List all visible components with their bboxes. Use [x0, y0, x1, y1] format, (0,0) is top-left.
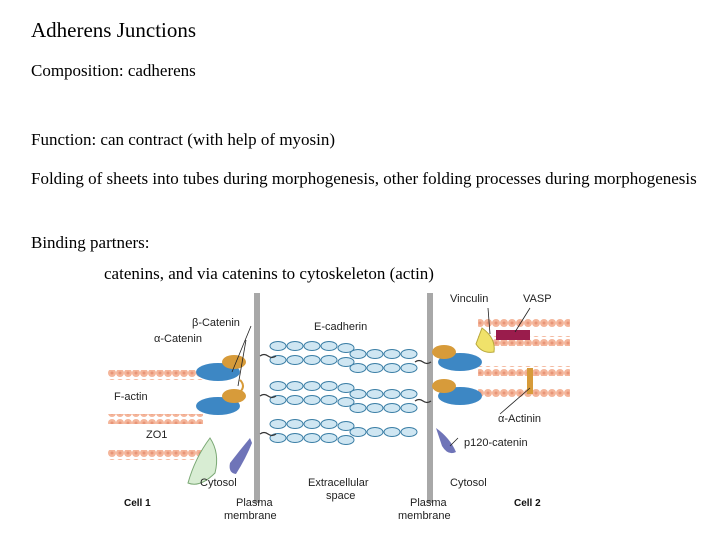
adherens-junction-diagram: β-Catenin α-Catenin F-actin ZO1 E-cadher… [108, 293, 570, 522]
beta-catenin-label: β-Catenin [192, 317, 240, 329]
alpha-actinin-shape [527, 368, 533, 394]
vinculin-label: Vinculin [450, 293, 488, 305]
alpha-catenin-shape [432, 345, 456, 359]
cell1-label: Cell 1 [124, 498, 151, 509]
alpha-catenin-shape [222, 389, 246, 403]
actin-filament [478, 366, 570, 376]
function-text: Function: can contract (with help of myo… [31, 130, 336, 149]
actin-filament [478, 336, 570, 346]
cell2-catenin-complex [432, 327, 533, 454]
alpha-catenin-shape [222, 355, 246, 369]
plasma-membrane-label-right-line1: Plasma [410, 497, 448, 509]
cadherin-row [269, 395, 355, 407]
p120-shape-right [436, 428, 456, 454]
binding-partners-heading: Binding partners: [31, 233, 150, 252]
cytosol-label-left: Cytosol [200, 477, 237, 489]
e-cadherin-label: E-cadherin [314, 321, 367, 333]
plasma-membrane-right [427, 293, 433, 503]
transmembrane-segments [259, 353, 432, 437]
binding-partners-detail: catenins, and via catenins to cytoskelet… [104, 264, 434, 283]
cell1-catenin-complex [187, 355, 252, 485]
cadherin-row [269, 381, 355, 393]
leader-lines [231, 307, 531, 447]
actin-filaments-cell2 [478, 318, 570, 399]
alpha-catenin-shape [432, 379, 456, 393]
zo1-label: ZO1 [146, 429, 167, 441]
p120-shape-left [229, 438, 252, 474]
composition-text: Composition: cadherens [31, 61, 196, 80]
cadherin-row [269, 419, 355, 431]
cadherin-row [349, 389, 418, 399]
cadherin-row [269, 341, 355, 353]
plasma-membrane-left [254, 293, 260, 503]
plasma-membrane-label-right-line2: membrane [398, 510, 451, 522]
cadherin-row [349, 403, 418, 413]
plasma-membrane-label-left-line2: membrane [224, 510, 277, 522]
zo1-shape [187, 437, 218, 485]
cadherin-row [269, 433, 355, 445]
plasma-membrane-label-left-line1: Plasma [236, 497, 274, 509]
cadherin-row [349, 427, 418, 437]
cell2-label: Cell 2 [514, 498, 541, 509]
actin-filament [108, 414, 203, 424]
actin-filament [108, 370, 203, 380]
cadherin-row [269, 355, 355, 367]
cadherin-row [349, 363, 418, 373]
actin-filaments-cell1 [108, 370, 203, 460]
alpha-catenin-label-left: α-Catenin [154, 333, 202, 345]
f-actin-label: F-actin [114, 391, 148, 403]
actin-filament [478, 318, 570, 328]
extracellular-label-line1: Extracellular [308, 477, 369, 489]
actin-filament [108, 450, 203, 460]
vinculin-shape [475, 327, 495, 353]
cytosol-label-right: Cytosol [450, 477, 487, 489]
vasp-shape [496, 330, 530, 340]
slide-title: Adherens Junctions [31, 18, 197, 42]
extracellular-label-line2: space [326, 490, 355, 502]
e-cadherin-strands-left [269, 341, 355, 445]
folding-text: Folding of sheets into tubes during morp… [31, 169, 697, 188]
e-cadherin-strands-right [349, 349, 418, 437]
actin-filament [478, 389, 570, 399]
vasp-label: VASP [523, 293, 552, 305]
cadherin-row [349, 349, 418, 359]
p120-catenin-label: p120-catenin [464, 437, 528, 449]
alpha-actinin-label: α-Actinin [498, 413, 541, 425]
